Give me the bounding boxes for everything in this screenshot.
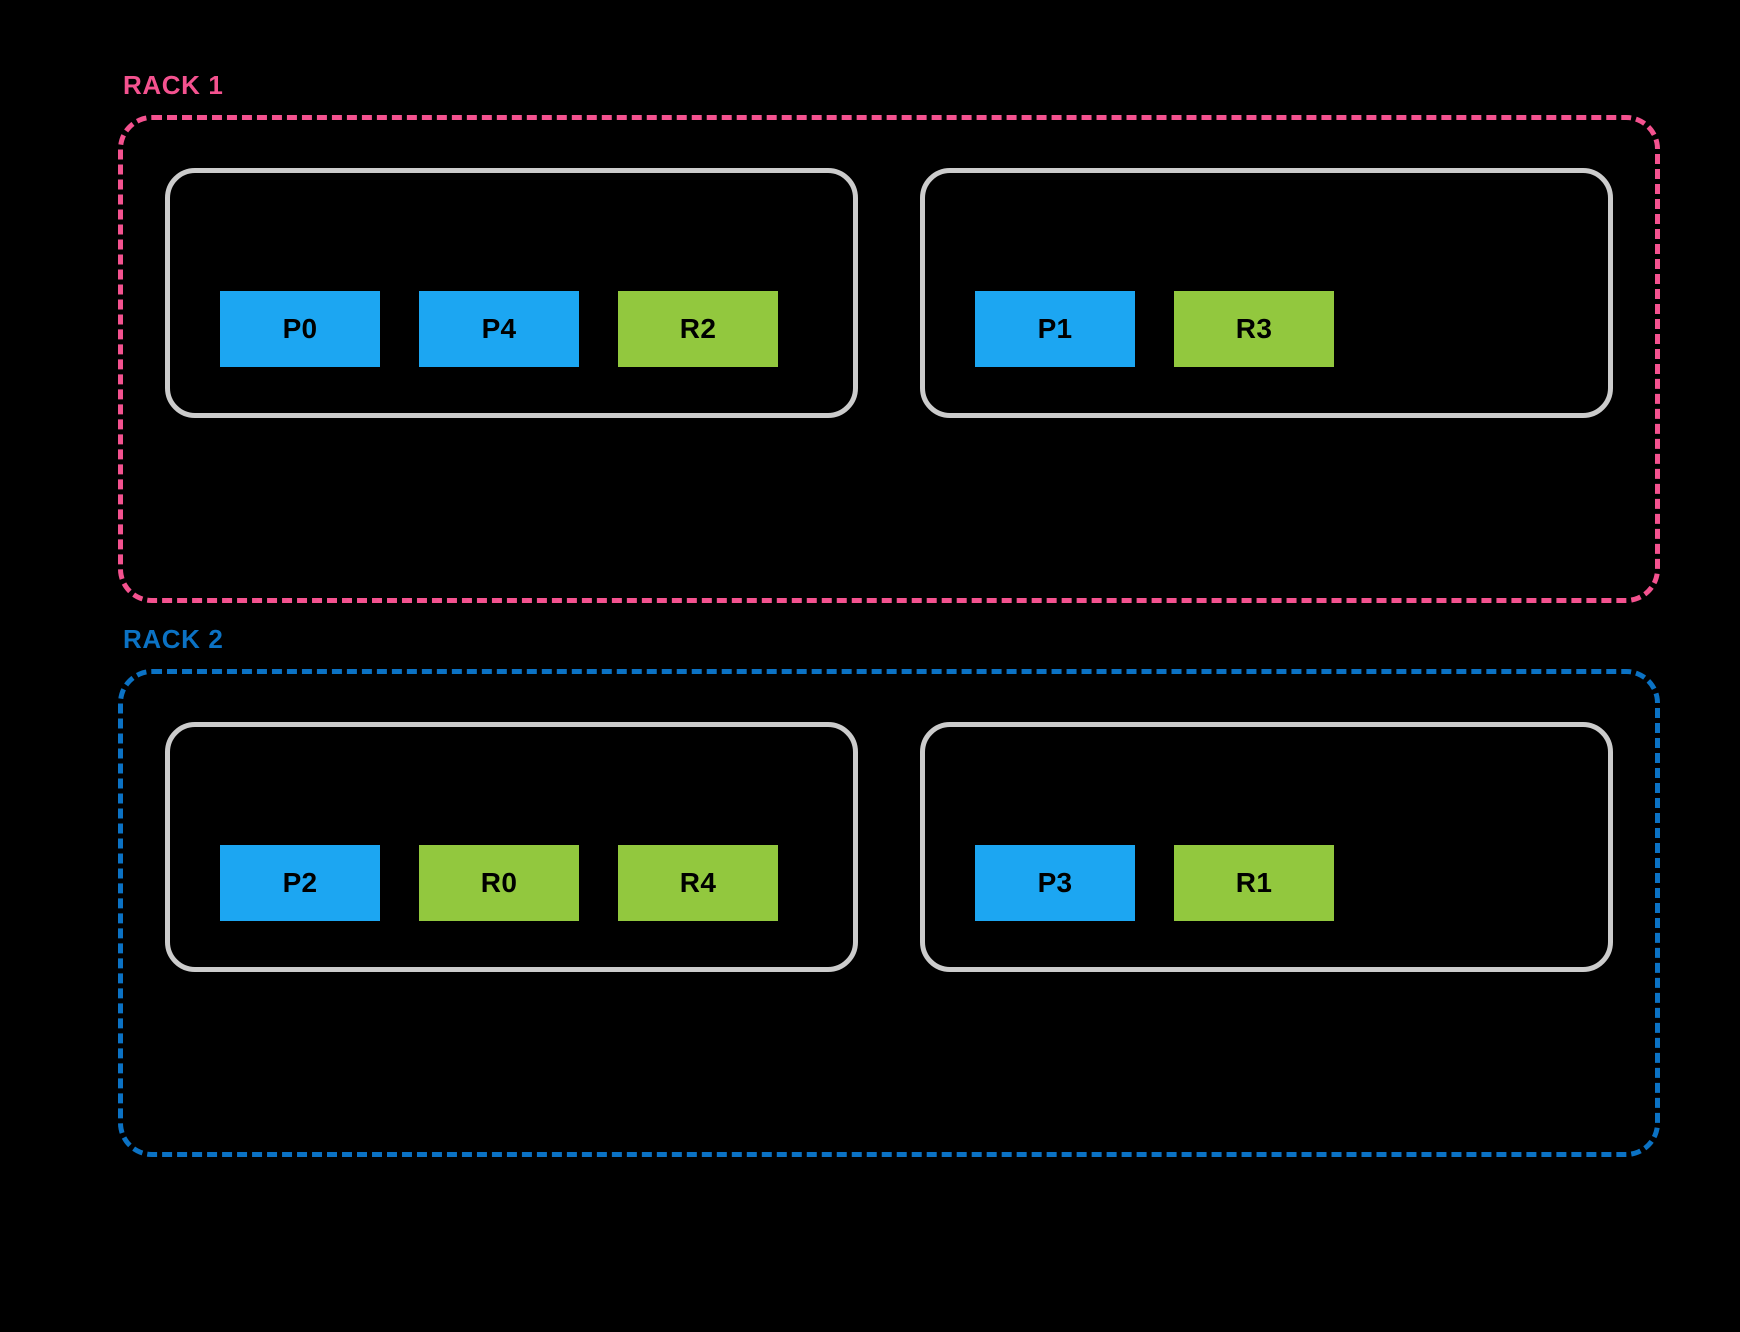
rack-2-node-2-blocks: P3 R1	[975, 845, 1334, 921]
rack-2-node-1-blocks: P2 R0 R4	[220, 845, 778, 921]
rack-1-node-2[interactable]: P1 R3	[920, 168, 1613, 418]
block-p1[interactable]: P1	[975, 291, 1135, 367]
rack-2-node-1[interactable]: P2 R0 R4	[165, 722, 858, 972]
block-r1[interactable]: R1	[1174, 845, 1334, 921]
block-r2[interactable]: R2	[618, 291, 778, 367]
rack-1-node-1-blocks: P0 P4 R2	[220, 291, 778, 367]
block-p2[interactable]: P2	[220, 845, 380, 921]
block-r3[interactable]: R3	[1174, 291, 1334, 367]
rack-1-node-2-blocks: P1 R3	[975, 291, 1334, 367]
block-r4[interactable]: R4	[618, 845, 778, 921]
rack-label-1: RACK 1	[123, 70, 224, 100]
rack-1-nodes-row: P0 P4 R2 P1 R3	[123, 168, 1655, 418]
rack-2-nodes-row: P2 R0 R4 P3 R1	[123, 722, 1655, 972]
block-p0[interactable]: P0	[220, 291, 380, 367]
block-p4[interactable]: P4	[419, 291, 579, 367]
rack-2-node-2[interactable]: P3 R1	[920, 722, 1613, 972]
rack-boundary-2: P2 R0 R4 P3 R1	[118, 669, 1660, 1157]
rack-1-node-1[interactable]: P0 P4 R2	[165, 168, 858, 418]
block-r0[interactable]: R0	[419, 845, 579, 921]
block-p3[interactable]: P3	[975, 845, 1135, 921]
rack-label-2: RACK 2	[123, 624, 224, 654]
rack-group-1: RACK 1 P0 P4 R2 P1 R3	[118, 70, 1660, 603]
rack-group-2: RACK 2 P2 R0 R4 P3 R1	[118, 624, 1660, 1157]
rack-boundary-1: P0 P4 R2 P1 R3	[118, 115, 1660, 603]
